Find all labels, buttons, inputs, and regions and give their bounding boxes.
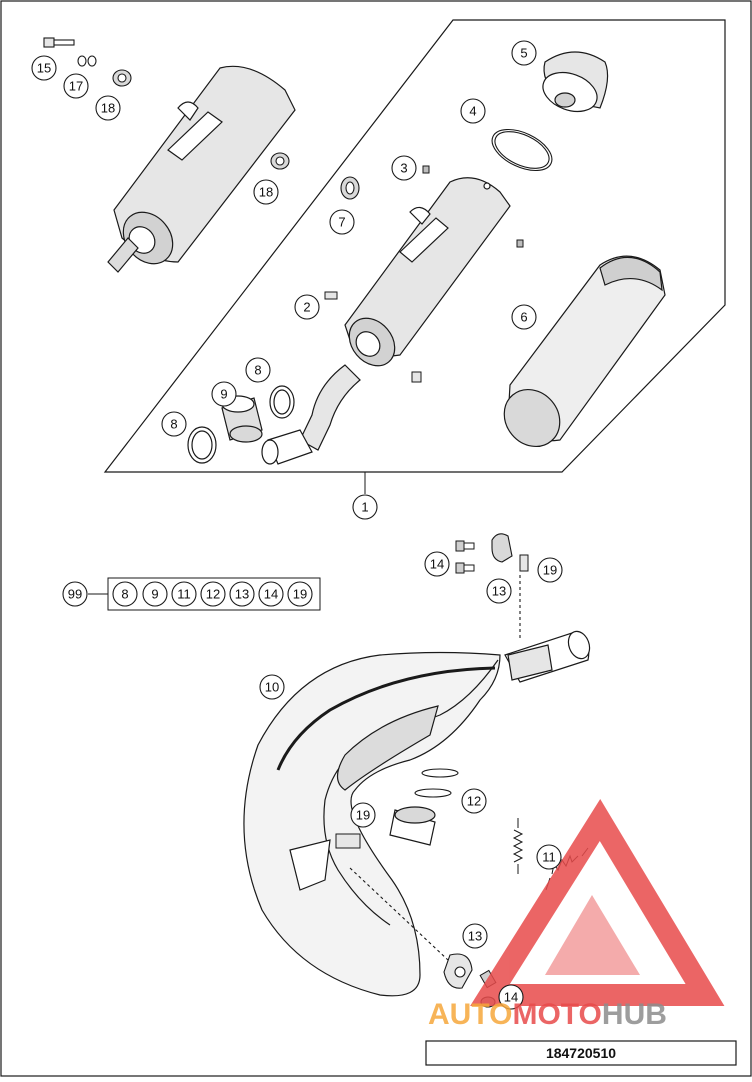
o-ring-8-left <box>187 426 217 464</box>
kit-member: 8 <box>121 587 128 602</box>
callout-5: 5 <box>520 46 527 61</box>
bracket-13-lower <box>349 867 473 989</box>
silencer-assembled-view <box>107 65 296 273</box>
part-number-box <box>425 1040 737 1066</box>
callout-99: 99 <box>68 587 82 602</box>
callout-1: 1 <box>361 500 368 515</box>
watermark-logo <box>470 798 725 1006</box>
silencer-housing <box>344 177 511 367</box>
callout-11: 11 <box>542 850 556 865</box>
kit-member: 11 <box>177 587 191 602</box>
kit-member: 19 <box>293 587 307 602</box>
callout-6: 6 <box>520 310 527 325</box>
callout-17: 17 <box>69 79 83 94</box>
kit-member: 12 <box>206 587 220 602</box>
kit-member: 9 <box>151 587 158 602</box>
rivet-2 <box>324 291 338 300</box>
screw-3 <box>422 165 430 174</box>
callout-19: 19 <box>356 808 370 823</box>
silencer-inlet-pipe <box>261 364 361 465</box>
callout-labels: 15 17 18 18 5 4 3 7 2 6 8 9 8 1 99 14 13… <box>37 46 557 1005</box>
callout-2: 2 <box>303 300 310 315</box>
seal-ring-4 <box>491 128 553 172</box>
callout-8: 8 <box>170 417 177 432</box>
bracket-13-upper <box>491 533 521 640</box>
callout-9: 9 <box>220 387 227 402</box>
callout-7: 7 <box>338 215 345 230</box>
kit-box <box>107 577 321 611</box>
kit-member: 14 <box>264 587 278 602</box>
callout-15: 15 <box>37 61 51 76</box>
callouts <box>31 40 563 1010</box>
silencer-insert-6 <box>503 255 666 448</box>
watermark-text: AUTOMOTOHUB <box>428 998 667 1031</box>
clip-19-upper <box>519 554 529 572</box>
grommet-7 <box>340 176 360 200</box>
screw-3b <box>516 239 524 248</box>
kit-member: 13 <box>235 587 249 602</box>
callout-4: 4 <box>469 104 476 119</box>
callout-12: 12 <box>467 794 481 809</box>
callout-13: 13 <box>468 929 482 944</box>
grommet-18-lower <box>270 152 290 170</box>
callout-3: 3 <box>400 161 407 176</box>
callout-14: 14 <box>430 557 444 572</box>
callout-14: 14 <box>504 990 518 1005</box>
bolt-14-upper <box>455 540 475 574</box>
part-number: 184720510 <box>546 1045 616 1061</box>
washer-17 <box>77 55 97 67</box>
callout-8: 8 <box>254 363 261 378</box>
grommet-18-upper <box>112 69 132 87</box>
callout-19: 19 <box>543 563 557 578</box>
callout-18: 18 <box>101 101 115 116</box>
silencer-assembly-panel <box>103 19 726 473</box>
callout-18: 18 <box>259 185 273 200</box>
end-cap-5 <box>542 51 609 113</box>
exhaust-header-pipe-10 <box>243 630 591 997</box>
callout-10: 10 <box>265 680 279 695</box>
bolt-15 <box>43 37 75 48</box>
rivet-2b <box>411 371 422 383</box>
seal-ring-12 <box>414 768 459 798</box>
o-ring-8-right <box>269 385 295 419</box>
callout-13: 13 <box>492 584 506 599</box>
sleeve-9 <box>221 395 263 443</box>
clip-19-lower <box>335 833 361 849</box>
